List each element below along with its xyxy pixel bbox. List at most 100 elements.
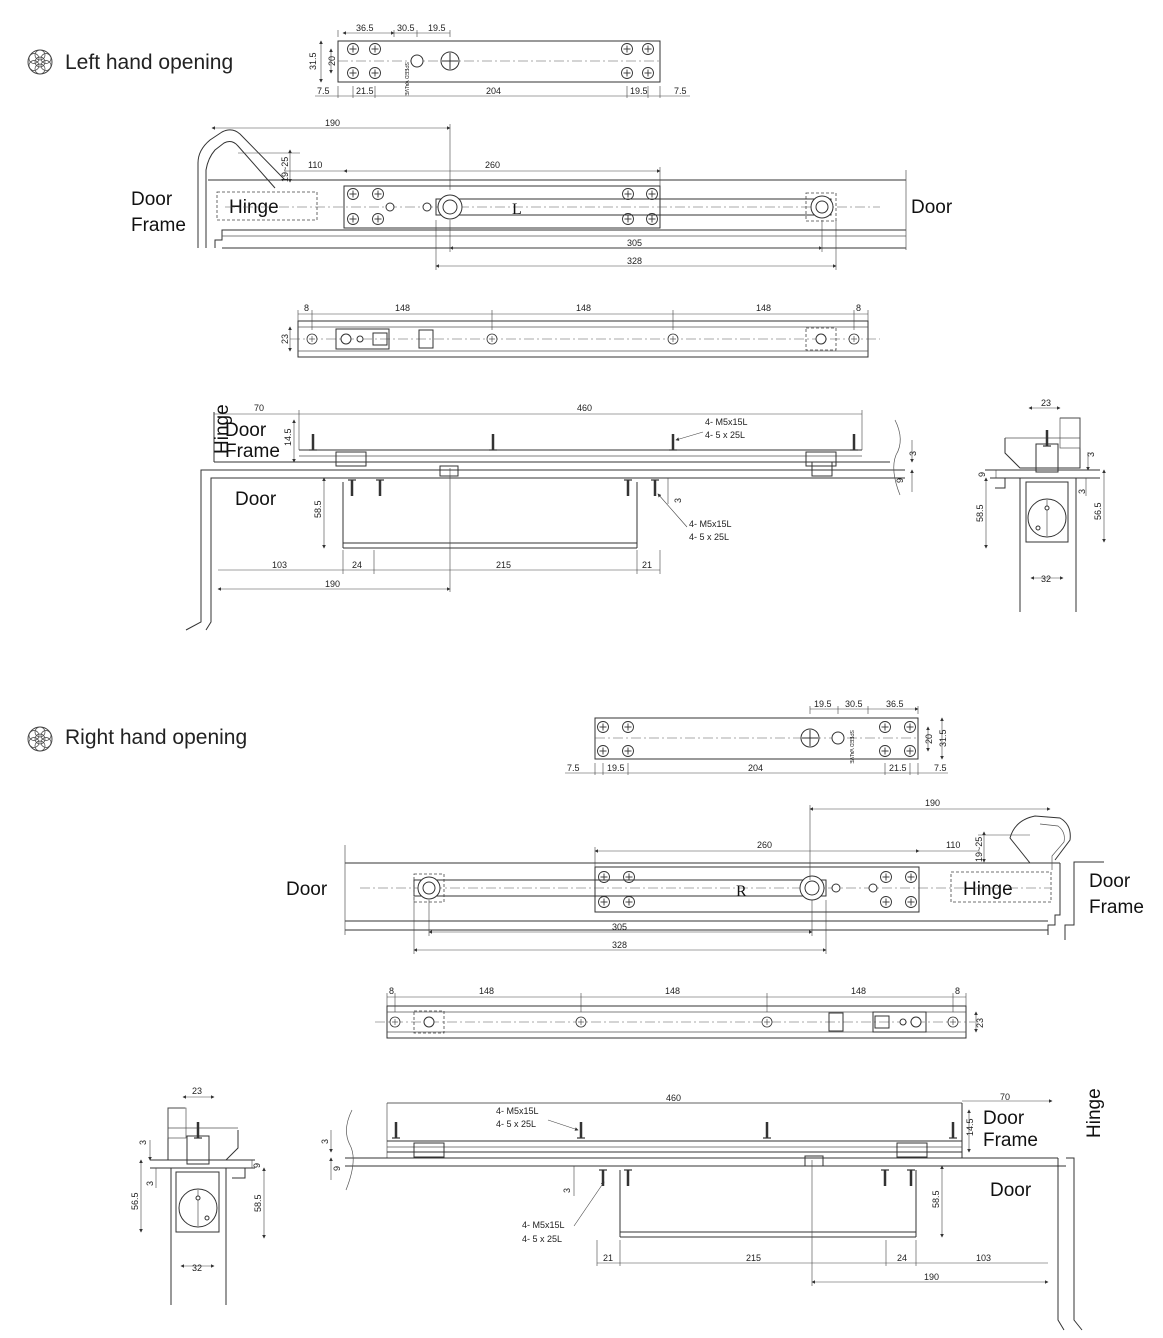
svg-text:4- M5x15L: 4- M5x15L [496,1106,539,1116]
right-cross-section: 23 3 3 56.5 9 58.5 32 [130,1086,266,1305]
svg-text:328: 328 [612,940,627,950]
right-hand-section: Right hand opening SPEED VALVE 19.5 30.5… [27,699,1144,1331]
svg-text:3: 3 [1086,452,1096,457]
svg-text:32: 32 [1041,574,1051,584]
svg-text:460: 460 [577,403,592,413]
svg-text:21.5: 21.5 [889,763,907,773]
hinge-outline [216,191,318,221]
svg-text:260: 260 [757,840,772,850]
svg-text:4- 5 x 25L: 4- 5 x 25L [496,1119,536,1129]
svg-text:4- M5x15L: 4- M5x15L [522,1220,565,1230]
speed-valve-label: SPEED VALVE [403,62,409,96]
svg-text:19.5: 19.5 [607,763,625,773]
svg-text:305: 305 [627,238,642,248]
svg-text:110: 110 [946,840,960,850]
svg-text:Frame: Frame [983,1130,1038,1151]
svg-text:SPEED VALVE: SPEED VALVE [848,730,854,764]
svg-text:20: 20 [924,734,934,744]
svg-text:7.5: 7.5 [934,763,947,773]
left-section-title: Left hand opening [65,51,233,74]
arm-mark: L [512,201,522,218]
svg-text:215: 215 [496,560,511,570]
right-section-title: Right hand opening [65,726,247,749]
svg-text:9: 9 [895,478,905,483]
svg-text:9: 9 [252,1163,262,1168]
svg-text:19~25: 19~25 [280,157,290,182]
svg-text:7.5: 7.5 [567,763,580,773]
svg-text:103: 103 [976,1253,991,1263]
svg-text:3: 3 [673,498,683,503]
door-frame-label: Door [131,189,173,210]
svg-text:14.5: 14.5 [283,428,293,446]
door-label: Door [990,1180,1032,1201]
svg-text:58.5: 58.5 [253,1194,263,1212]
right-installation-plan: Hinge Door Frame Door R 190 260 110 [286,798,1144,954]
svg-text:Frame: Frame [131,215,186,236]
svg-text:190: 190 [924,1272,939,1282]
svg-text:30.5: 30.5 [397,23,415,33]
svg-text:14.5: 14.5 [965,1118,975,1136]
svg-text:8: 8 [955,986,960,996]
svg-text:70: 70 [1000,1092,1010,1102]
svg-text:110: 110 [308,160,322,170]
svg-text:7.5: 7.5 [674,86,687,96]
svg-text:3: 3 [138,1140,148,1145]
left-cross-section: 23 3 3 56.5 9 58.5 32 [975,398,1106,612]
svg-text:24: 24 [897,1253,907,1263]
door-label: Door [911,197,953,218]
svg-text:4- 5 x 25L: 4- 5 x 25L [522,1234,562,1244]
svg-text:31.5: 31.5 [938,729,948,747]
svg-text:204: 204 [486,86,501,96]
svg-text:8: 8 [389,986,394,996]
svg-text:103: 103 [272,560,287,570]
arm-mark: R [736,883,747,900]
svg-text:23: 23 [280,334,290,344]
svg-text:7.5: 7.5 [317,86,330,96]
svg-text:Frame: Frame [225,441,280,462]
hinge-label: Hinge [229,197,279,218]
svg-text:148: 148 [756,303,771,313]
svg-text:190: 190 [325,118,340,128]
svg-text:32: 32 [192,1263,202,1273]
svg-text:460: 460 [666,1093,681,1103]
svg-text:19.5: 19.5 [814,699,832,709]
svg-text:19~25: 19~25 [974,837,984,862]
svg-text:215: 215 [746,1253,761,1263]
svg-text:260: 260 [485,160,500,170]
svg-text:204: 204 [748,763,763,773]
svg-text:4- 5 x 25L: 4- 5 x 25L [705,430,745,440]
right-plate-top-view: SPEED VALVE 19.5 30.5 36.5 20 31.5 7.5 1… [565,699,948,775]
svg-text:8: 8 [856,303,861,313]
svg-text:24: 24 [352,560,362,570]
hinge-label: Hinge [963,879,1013,900]
svg-text:21: 21 [603,1253,613,1263]
svg-text:3: 3 [1077,489,1087,494]
svg-text:3: 3 [908,451,918,456]
svg-text:19.5: 19.5 [428,23,446,33]
svg-text:56.5: 56.5 [130,1192,140,1210]
svg-text:20: 20 [327,56,337,66]
svg-text:148: 148 [851,986,866,996]
svg-text:148: 148 [479,986,494,996]
left-installation-plan: Hinge Door Frame Door L 190 110 [131,118,953,270]
door-frame-label: Door [225,420,267,441]
svg-text:3: 3 [562,1188,572,1193]
svg-text:23: 23 [975,1018,985,1028]
door-label: Door [286,879,328,900]
svg-text:58.5: 58.5 [313,500,323,518]
svg-text:19.5: 19.5 [630,86,648,96]
svg-text:9: 9 [332,1166,342,1171]
hinge-label: Hinge [212,404,233,454]
svg-text:23: 23 [1041,398,1051,408]
svg-text:21.5: 21.5 [356,86,374,96]
svg-text:21: 21 [642,560,652,570]
svg-text:58.5: 58.5 [975,504,985,522]
left-plate-top-view: SPEED VALVE 36.5 30.5 19.5 31.5 20 7.5 2… [308,23,690,98]
svg-text:31.5: 31.5 [308,52,318,70]
flower-of-life-icon [27,49,53,75]
svg-text:70: 70 [254,403,264,413]
svg-text:4- M5x15L: 4- M5x15L [705,417,748,427]
svg-text:Frame: Frame [1089,897,1144,918]
left-side-elevation: Hinge Door Frame Door 4- M5x15L 4- 5 x 2… [185,403,918,631]
